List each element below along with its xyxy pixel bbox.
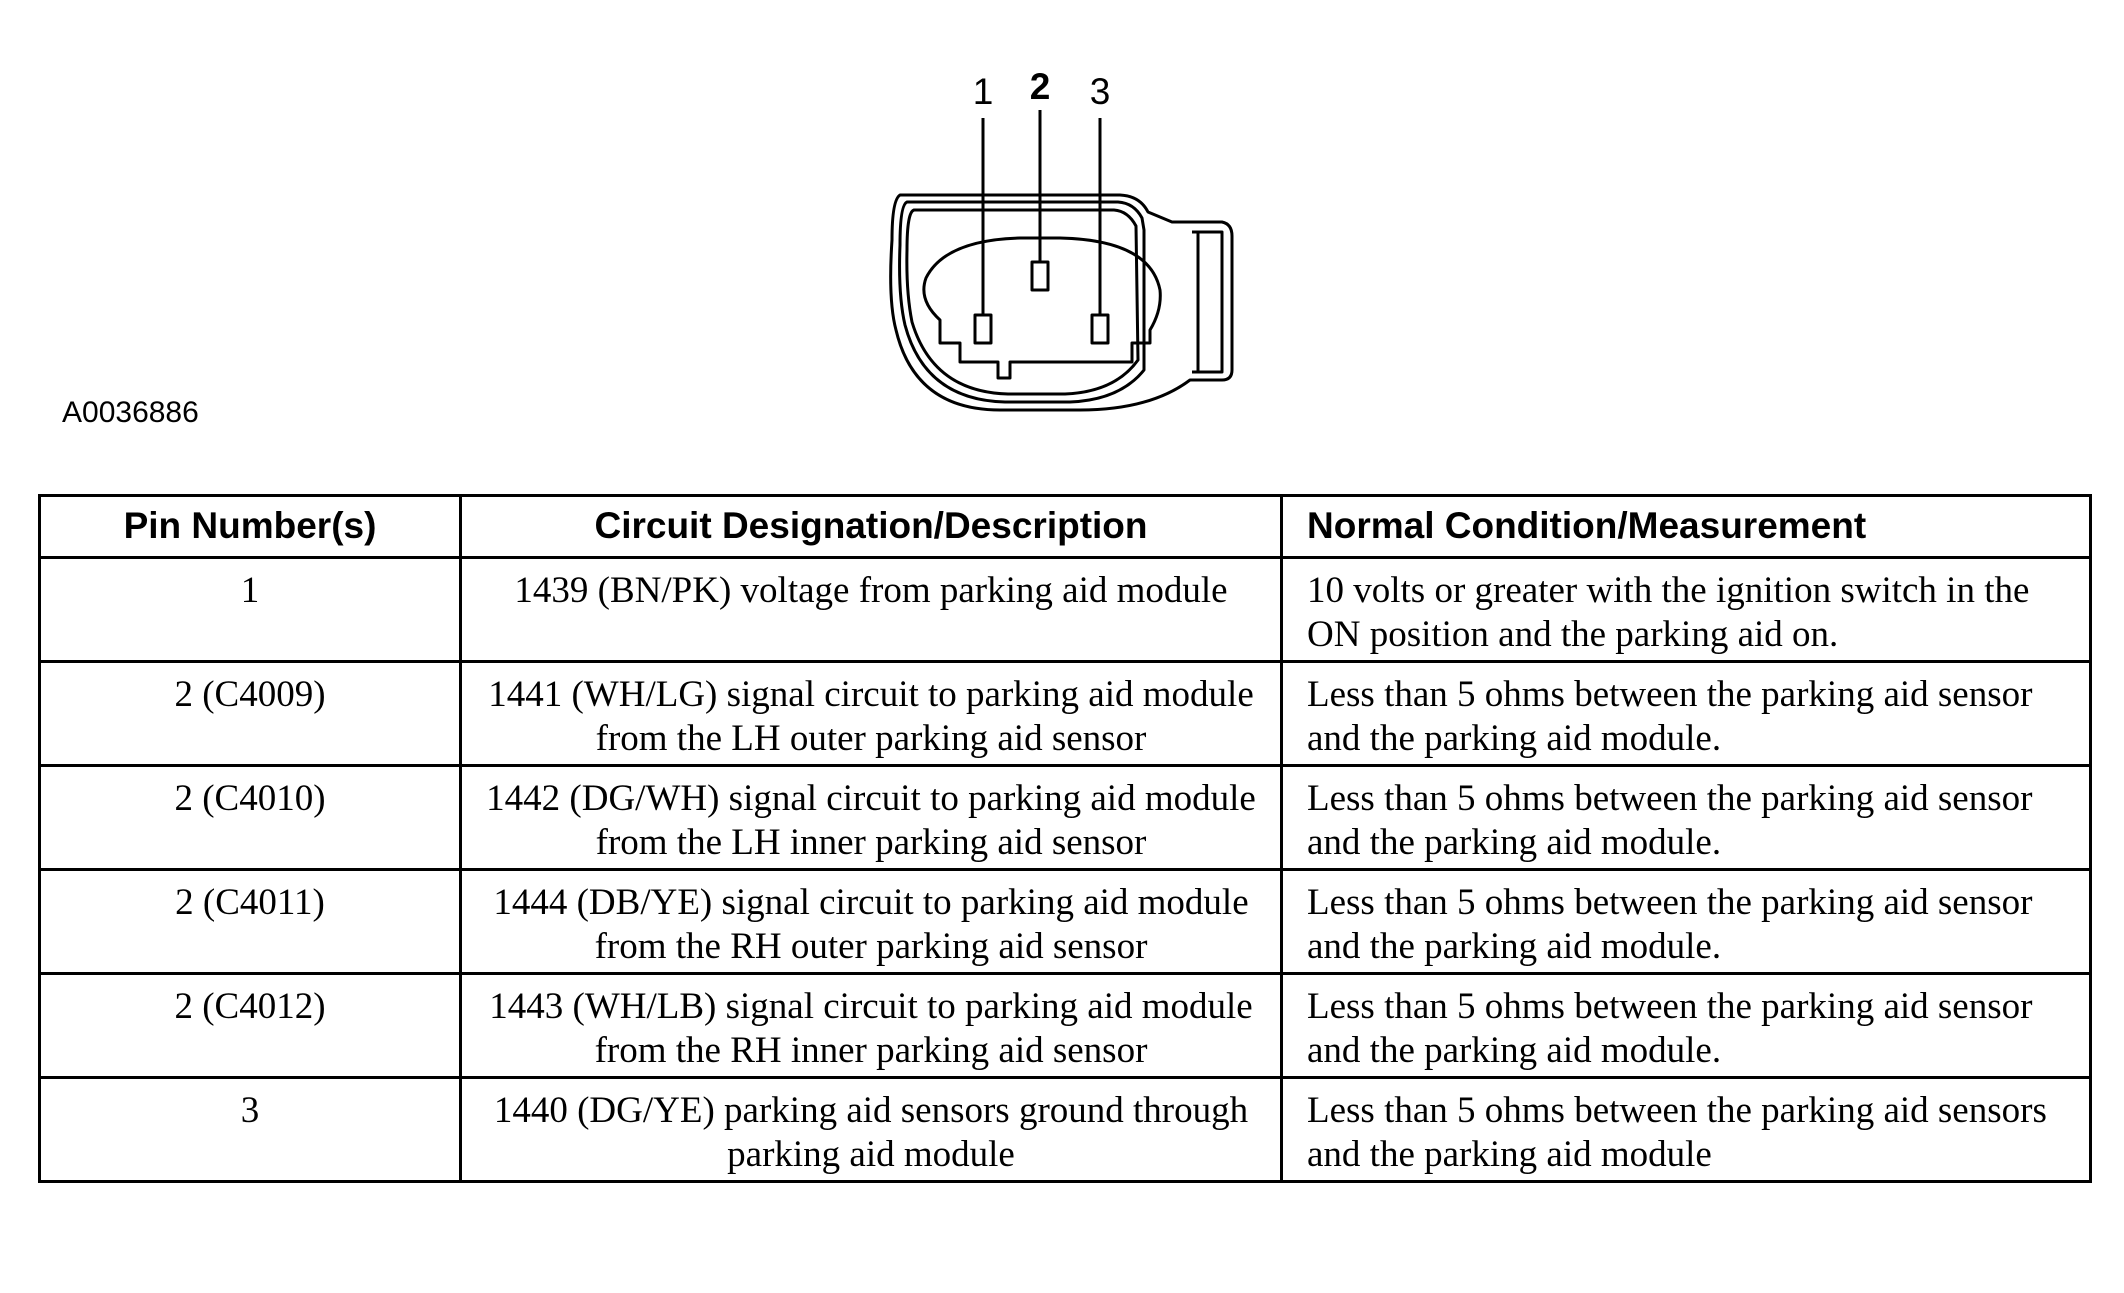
table-row: 1 1439 (BN/PK) voltage from parking aid …: [38, 556, 2092, 663]
connector-cavity: [922, 236, 1162, 380]
cell-condition: Less than 5 ohms between the parking aid…: [1280, 1076, 2092, 1183]
table-row: 2 (C4012) 1443 (WH/LB) signal circuit to…: [38, 972, 2092, 1079]
connector-lock-ramp: [1192, 230, 1224, 374]
terminal-2: [1030, 260, 1050, 292]
cell-pin: 2 (C4009): [38, 660, 462, 767]
cell-circuit: 1441 (WH/LG) signal circuit to parking a…: [459, 660, 1283, 767]
terminal-1: [973, 313, 993, 345]
connector-housing-inner-outline: [898, 200, 1146, 404]
pin-label-2: 2: [1030, 66, 1051, 107]
table-row: 3 1440 (DG/YE) parking aid sensors groun…: [38, 1076, 2092, 1183]
connector-housing-outline: [889, 193, 1234, 412]
cell-pin: 2 (C4012): [38, 972, 462, 1079]
table-header-row: Pin Number(s) Circuit Designation/Descri…: [38, 494, 2092, 559]
table-row: 2 (C4010) 1442 (DG/WH) signal circuit to…: [38, 764, 2092, 871]
pinout-table: Pin Number(s) Circuit Designation/Descri…: [38, 494, 2092, 1183]
pin-label-3: 3: [1090, 71, 1111, 112]
cell-circuit: 1444 (DB/YE) signal circuit to parking a…: [459, 868, 1283, 975]
cell-pin: 3: [38, 1076, 462, 1183]
cell-condition: Less than 5 ohms between the parking aid…: [1280, 764, 2092, 871]
pin-label-1: 1: [973, 71, 994, 112]
cell-circuit: 1443 (WH/LB) signal circuit to parking a…: [459, 972, 1283, 1079]
table-row: 2 (C4009) 1441 (WH/LG) signal circuit to…: [38, 660, 2092, 767]
header-condition: Normal Condition/Measurement: [1280, 494, 2092, 559]
cell-circuit: 1439 (BN/PK) voltage from parking aid mo…: [459, 556, 1283, 663]
cell-circuit: 1440 (DG/YE) parking aid sensors ground …: [459, 1076, 1283, 1183]
cell-condition: Less than 5 ohms between the parking aid…: [1280, 660, 2092, 767]
cell-pin: 2 (C4010): [38, 764, 462, 871]
header-pin-number: Pin Number(s): [38, 494, 462, 559]
cell-condition: Less than 5 ohms between the parking aid…: [1280, 972, 2092, 1079]
table-row: 2 (C4011) 1444 (DB/YE) signal circuit to…: [38, 868, 2092, 975]
connector-face-diagram: 1 2 3: [889, 66, 1234, 412]
cell-pin: 1: [38, 556, 462, 663]
connector-housing-inner-outline-2: [905, 208, 1140, 396]
cell-circuit: 1442 (DG/WH) signal circuit to parking a…: [459, 764, 1283, 871]
header-circuit: Circuit Designation/Description: [459, 494, 1283, 559]
cell-condition: Less than 5 ohms between the parking aid…: [1280, 868, 2092, 975]
cell-condition: 10 volts or greater with the ignition sw…: [1280, 556, 2092, 663]
figure-id: A0036886: [62, 396, 199, 429]
cell-pin: 2 (C4011): [38, 868, 462, 975]
terminal-3: [1090, 313, 1110, 345]
